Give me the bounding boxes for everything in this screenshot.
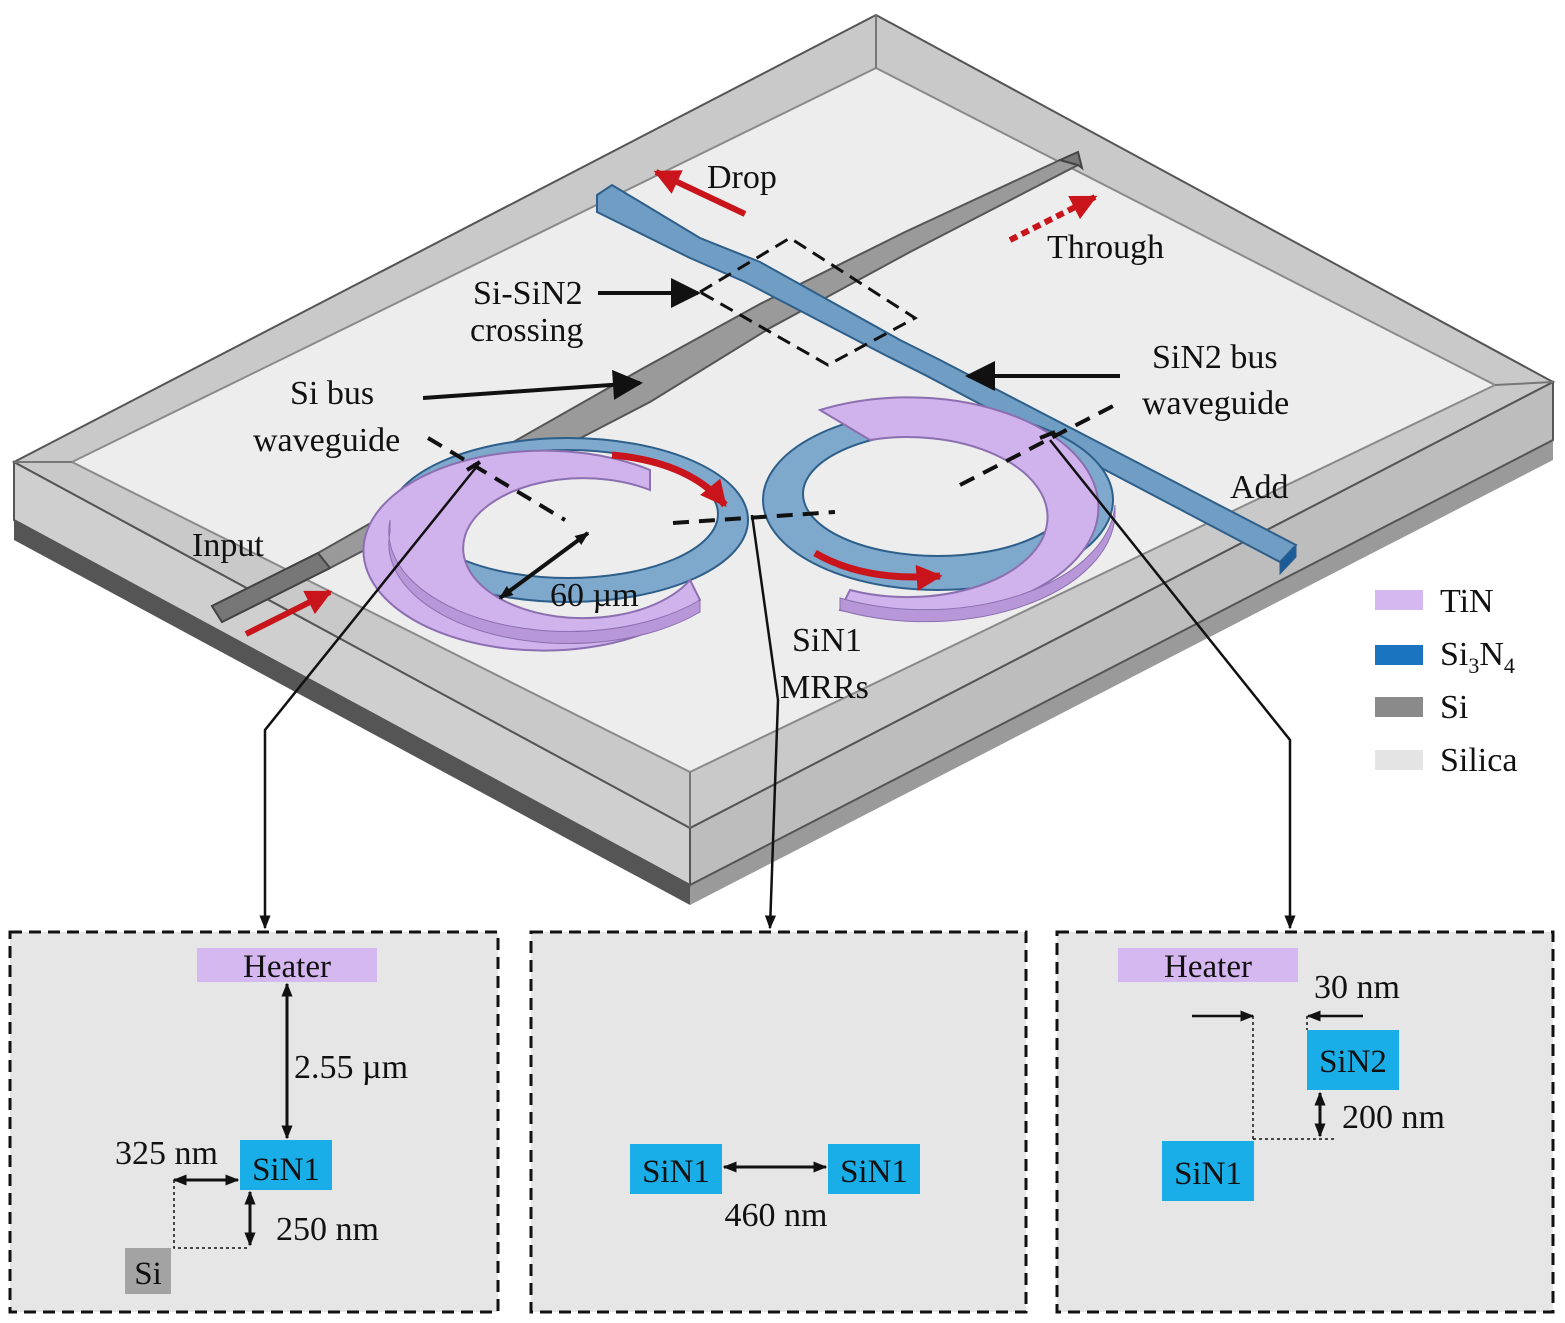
through-arrow: [1008, 194, 1098, 243]
through-label: Through: [1047, 229, 1164, 266]
input-label: Input: [192, 527, 264, 564]
leader-lines: [259, 439, 1296, 930]
mrr-right: [762, 396, 1116, 623]
sin2-bus-label-1: SiN2 bus: [1152, 339, 1278, 376]
legend-swatch-silica: [1375, 750, 1423, 770]
legend-label-silica: Silica: [1440, 742, 1517, 779]
legend-swatch-si: [1375, 697, 1423, 717]
right-offset-v-label: 200 nm: [1342, 1099, 1445, 1136]
middle-gap-label: 460 nm: [725, 1197, 828, 1234]
legend-label-si3n4: Si3N4: [1440, 636, 1515, 678]
cut-lines: [426, 403, 1116, 525]
legend-swatch-si3n4: [1375, 645, 1423, 665]
left-offset-v-label: 250 nm: [276, 1211, 379, 1248]
diameter-arrow: [498, 531, 590, 600]
drop-arrow: [653, 169, 747, 217]
callout-arrows: [422, 278, 1120, 400]
left-heater: [197, 948, 377, 982]
diameter-label: 60 µm: [550, 577, 639, 614]
right-sin2: [1307, 1030, 1399, 1090]
add-label: Add: [1230, 469, 1289, 506]
mrr-label-1: SiN1: [792, 622, 862, 659]
si-bus-label-2: waveguide: [253, 422, 400, 459]
panel-right: Heater 30 nm SiN2 200 nm SiN1: [1055, 930, 1555, 1314]
right-heater: [1118, 948, 1298, 982]
panel-left: Heater 2.55 µm SiN1 325 nm 250 nm Si: [8, 930, 500, 1314]
legend-swatch-tin: [1375, 590, 1423, 610]
substrate-right: [690, 440, 1553, 905]
input-arrow: [244, 589, 333, 637]
right-heater-label: Heater: [1164, 949, 1252, 985]
legend-label-si: Si: [1440, 689, 1468, 726]
right-offset-h-label: 30 nm: [1314, 969, 1400, 1006]
si-bus-label-1: Si bus: [290, 375, 374, 412]
crossing-label-2: crossing: [470, 312, 583, 349]
drop-label: Drop: [707, 159, 777, 196]
sin2-bus-label-2: waveguide: [1142, 385, 1289, 422]
left-heater-label: Heater: [243, 949, 331, 985]
left-sin1: [240, 1140, 332, 1190]
crossing-box: [697, 236, 918, 367]
crossing-label-1: Si-SiN2: [473, 275, 583, 312]
left-gap-label: 2.55 µm: [294, 1049, 408, 1086]
right-sin1: [1162, 1141, 1254, 1201]
legend-label-tin: TiN: [1440, 583, 1494, 620]
left-si-label: Si: [134, 1256, 162, 1292]
ring-right-flow-arrow: [813, 549, 943, 591]
middle-sin1-a-label: SiN1: [642, 1154, 710, 1190]
ring-left-flow-arrow: [611, 451, 728, 508]
mrr-left: [362, 437, 749, 652]
right-sin1-label: SiN1: [1174, 1156, 1242, 1192]
substrate-front: [14, 520, 690, 905]
mrr-label-2: MRRs: [780, 669, 869, 706]
middle-sin1-b: [828, 1144, 920, 1194]
middle-sin1-b-label: SiN1: [840, 1154, 908, 1190]
legend: TiN Si3N4 Si Silica: [1375, 583, 1517, 779]
sin2-bus-waveguide: [596, 183, 1298, 576]
right-sin2-label: SiN2: [1319, 1044, 1387, 1080]
left-si: [125, 1248, 171, 1294]
middle-sin1-a: [630, 1144, 722, 1194]
left-sin1-label: SiN1: [252, 1152, 320, 1188]
panel-middle: SiN1 SiN1 460 nm: [529, 930, 1028, 1314]
light-flow-arrows: [244, 169, 1098, 637]
left-offset-h-label: 325 nm: [115, 1135, 218, 1172]
